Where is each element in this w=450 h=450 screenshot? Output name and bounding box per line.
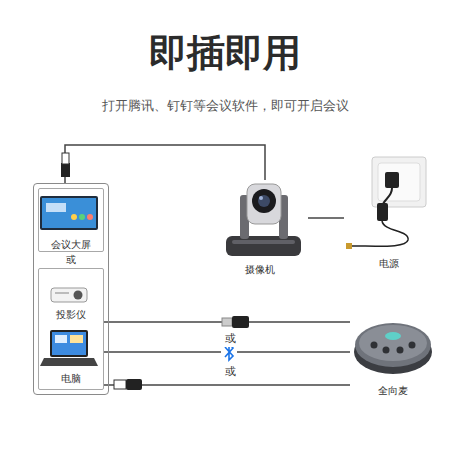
node-label: 投影仪 [39, 307, 103, 321]
camera-image [226, 184, 301, 256]
projector-image [51, 288, 87, 302]
node-label: 电源 [344, 256, 434, 270]
or-label: 或 [222, 364, 238, 380]
or-label: 或 [222, 331, 238, 347]
camera-node: 摄像机 [212, 180, 308, 278]
screen-image [40, 196, 98, 230]
node-label: 全向麦 [350, 384, 436, 398]
usb-plug [114, 379, 142, 390]
laptop-image [40, 330, 98, 366]
node-label: 电脑 [39, 371, 103, 385]
speaker-node: 全向麦 [350, 318, 436, 402]
device-box: 会议大屏 [38, 188, 104, 252]
cable-line [65, 145, 265, 183]
device-group: 或会议大屏投影仪电脑 [33, 183, 109, 395]
device-box: 投影仪电脑 [38, 268, 104, 390]
speaker-image [354, 323, 432, 374]
usb-dongle [222, 316, 249, 328]
node-label: 摄像机 [212, 262, 308, 276]
usb-plug [61, 153, 70, 177]
node-label: 或 [34, 252, 108, 266]
power-node: 电源 [344, 150, 434, 272]
subtitle: 打开腾讯、钉钉等会议软件，即可开启会议 [0, 98, 450, 114]
node-label: 会议大屏 [39, 237, 103, 251]
cable-line [308, 217, 344, 219]
title: 即插即用 [0, 30, 450, 76]
power-image [346, 157, 426, 249]
